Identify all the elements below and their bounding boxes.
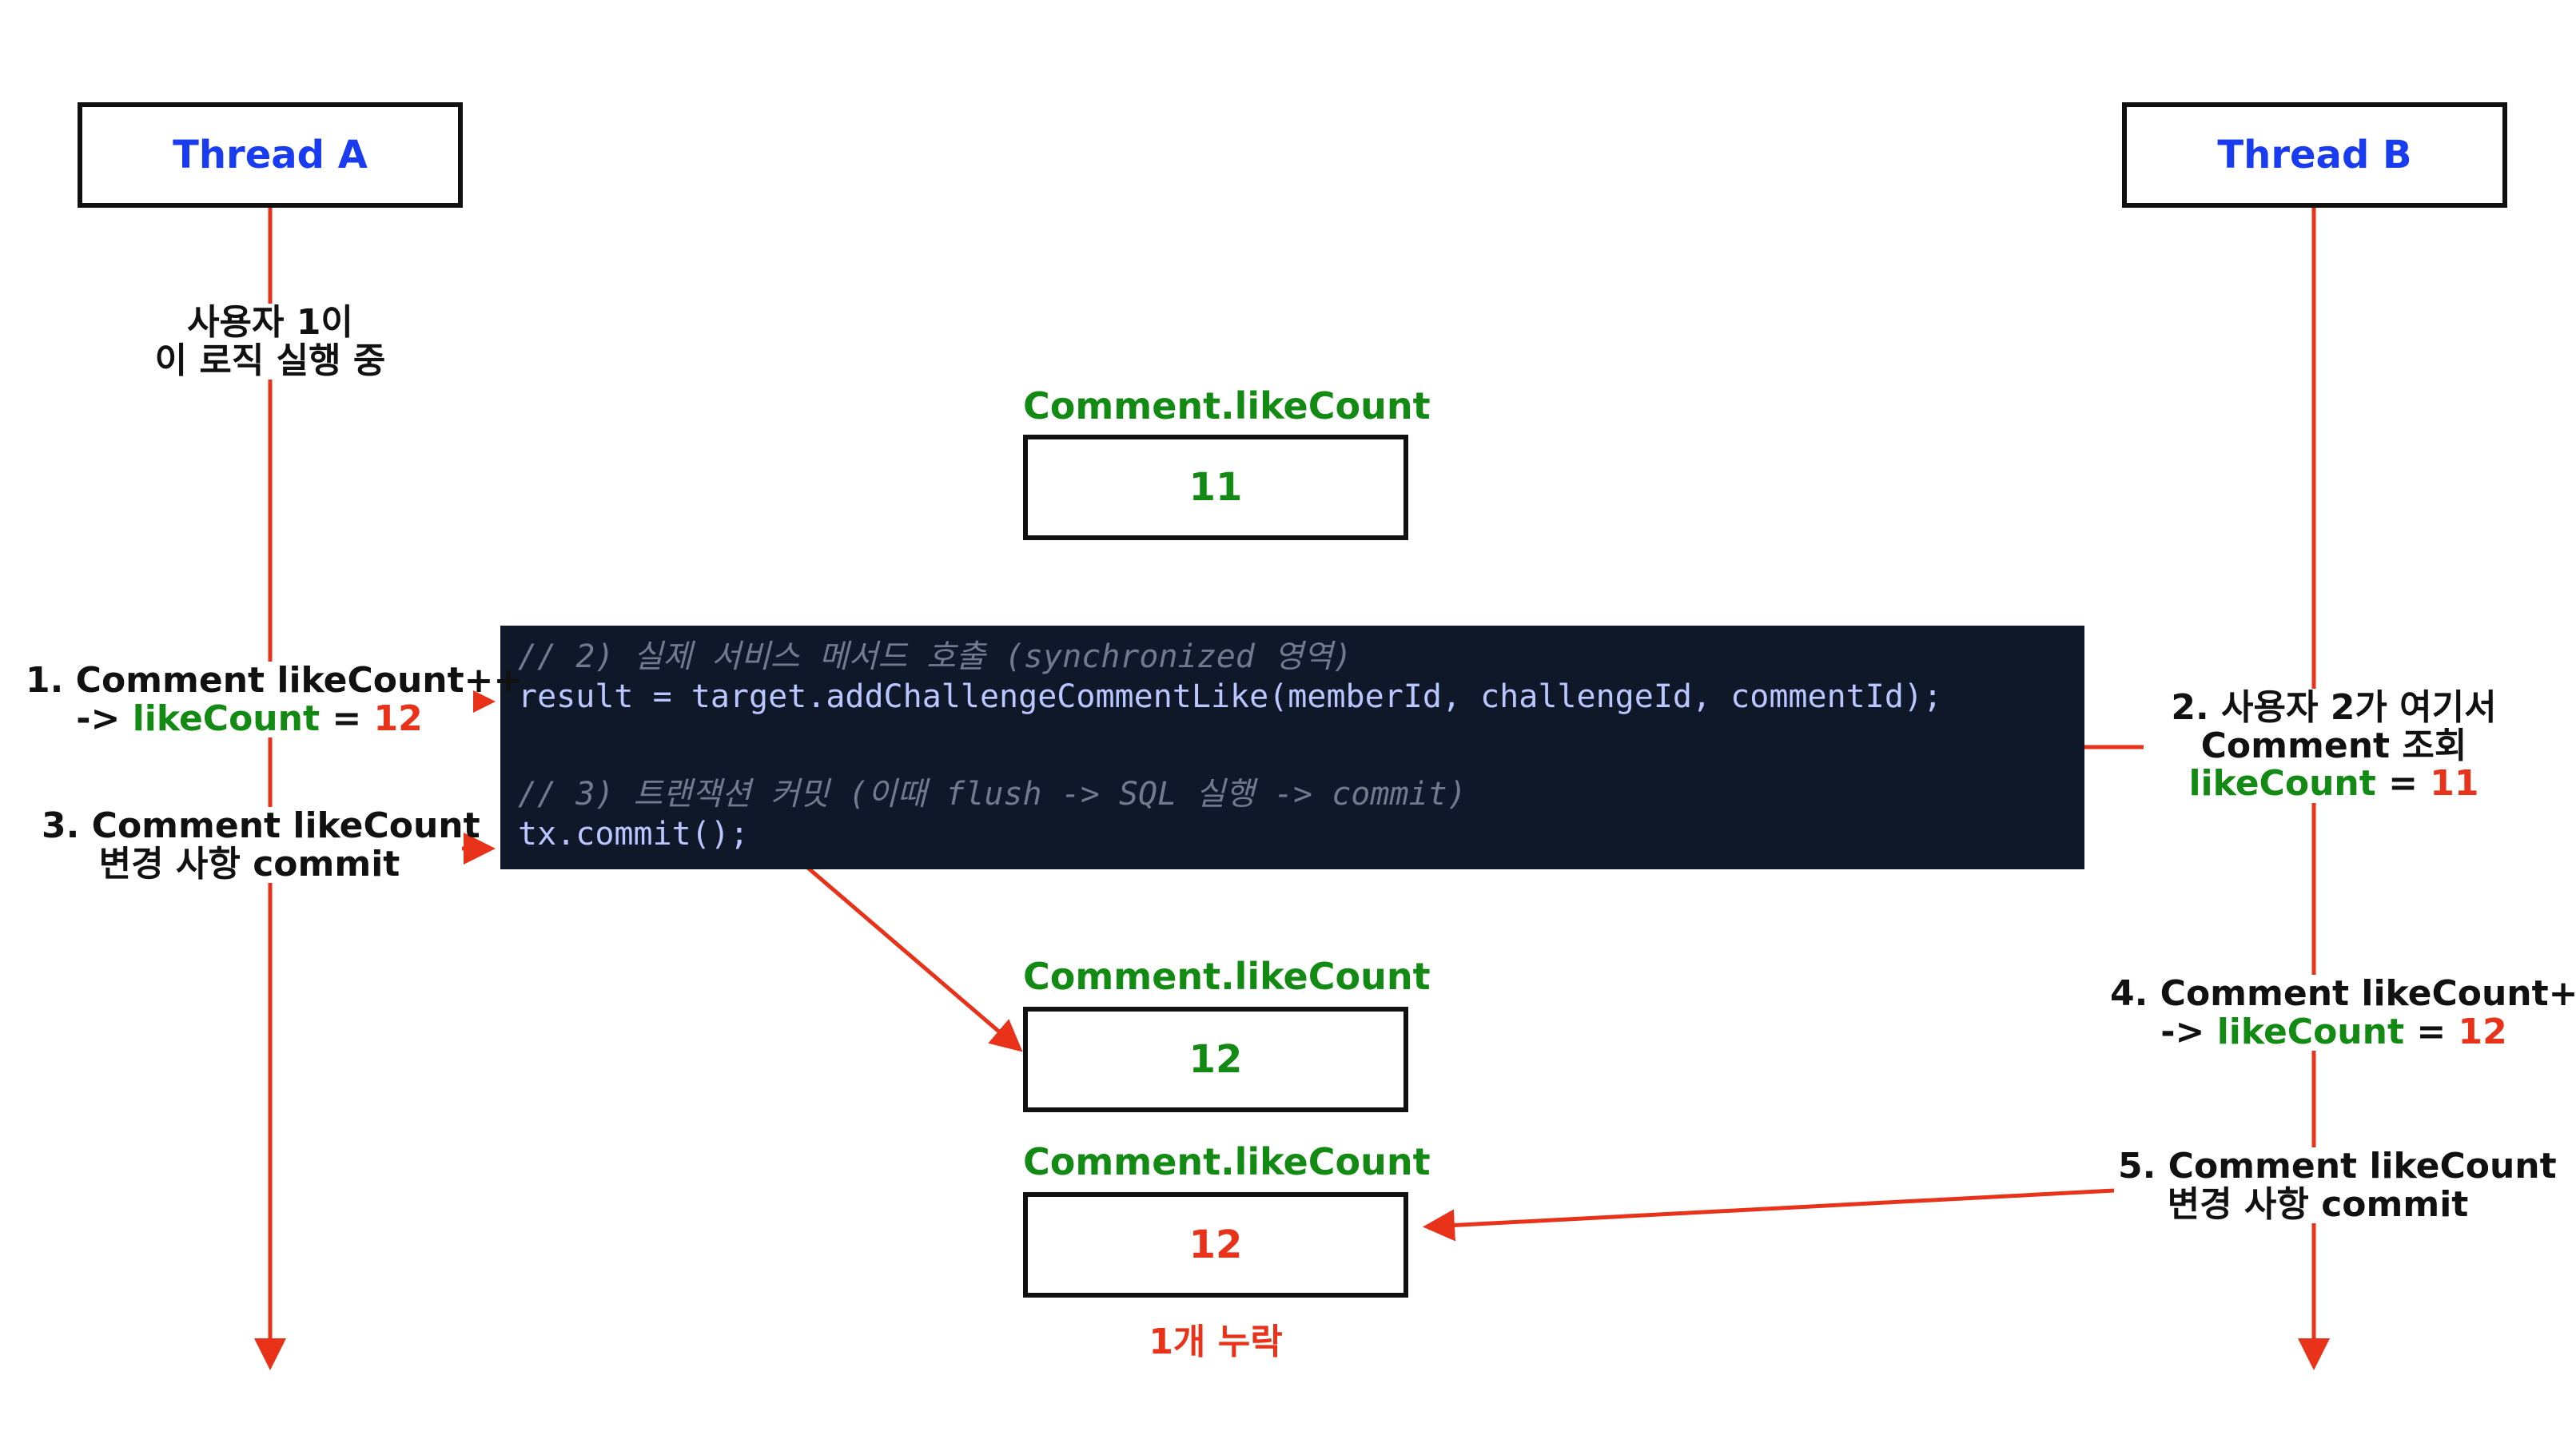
step1-label: 1. Comment likeCount++ -> likeCount = 12 xyxy=(26,660,524,739)
code-comment-2: // 3) 트랜잭션 커밋 (이때 flush -> SQL 실행 -> com… xyxy=(518,776,1467,813)
step2-line2: Comment 조회 xyxy=(2200,725,2467,766)
code-line-1: result = target.addChallengeCommentLike(… xyxy=(518,678,1943,715)
step2-line1: 2. 사용자 2가 여기서 xyxy=(2171,687,2497,728)
step1-value: 12 xyxy=(373,698,423,739)
step1-eq: = xyxy=(332,698,362,739)
step3-label: 3. Comment likeCount 변경 사항 commit xyxy=(42,805,480,885)
commit-to-box-arrow xyxy=(780,844,1023,1052)
middle-value-box: 12 xyxy=(1023,1007,1408,1112)
lost-count-label: 1개 누락 xyxy=(1149,1322,1283,1362)
step2-field: likeCount xyxy=(2188,763,2376,805)
thread-a-title: Thread A xyxy=(173,133,368,177)
step4-value: 12 xyxy=(2458,1011,2507,1052)
top-value-box: 11 xyxy=(1023,435,1408,540)
step4-field: likeCount xyxy=(2216,1011,2404,1052)
top-box-header: Comment.likeCount xyxy=(1023,384,1431,427)
code-panel: // 2) 실제 서비스 메서드 호출 (synchronized 영역) re… xyxy=(500,626,2084,869)
step5-line1: 5. Comment likeCount xyxy=(2118,1146,2557,1187)
thread-b-title: Thread B xyxy=(2217,133,2412,177)
top-value: 11 xyxy=(1188,465,1243,510)
step4-label: 4. Comment likeCount++ -> likeCount = 12 xyxy=(2110,973,2576,1052)
thread-a-note: 사용자 1이 이 로직 실행 중 xyxy=(134,304,406,380)
step5-line2: 변경 사항 commit xyxy=(2167,1183,2469,1225)
step4-line1: 4. Comment likeCount++ xyxy=(2110,973,2576,1014)
middle-value: 12 xyxy=(1188,1037,1243,1082)
bottom-box-header: Comment.likeCount xyxy=(1023,1140,1431,1183)
step2-eq: = xyxy=(2388,763,2418,805)
step1-line1: 1. Comment likeCount++ xyxy=(26,660,524,701)
code-comment-1: // 2) 실제 서비스 메서드 호출 (synchronized 영역) xyxy=(518,638,1352,675)
thread-a-box: Thread A xyxy=(78,102,463,208)
step1-arrow-text: -> xyxy=(76,698,121,739)
bottom-value: 12 xyxy=(1188,1222,1243,1267)
bottom-value-box: 12 xyxy=(1023,1192,1408,1298)
step2-label: 2. 사용자 2가 여기서 Comment 조회 likeCount = 11 xyxy=(2150,689,2518,803)
step4-arrow-text: -> xyxy=(2160,1011,2205,1052)
step5-label: 5. Comment likeCount 변경 사항 commit xyxy=(2118,1146,2557,1225)
step1-field: likeCount xyxy=(132,698,320,739)
thread-b-box: Thread B xyxy=(2122,102,2507,208)
step3-line2: 변경 사항 commit xyxy=(98,843,400,885)
code-line-2: tx.commit(); xyxy=(518,816,749,853)
step5-arrow xyxy=(1423,1188,2115,1242)
step3-line1: 3. Comment likeCount xyxy=(42,805,480,846)
step4-eq: = xyxy=(2416,1011,2447,1052)
step2-value: 11 xyxy=(2430,763,2479,805)
thread-a-note-line2: 이 로직 실행 중 xyxy=(154,340,386,381)
middle-box-header: Comment.likeCount xyxy=(1023,955,1431,998)
thread-a-note-line1: 사용자 1이 xyxy=(187,302,353,343)
